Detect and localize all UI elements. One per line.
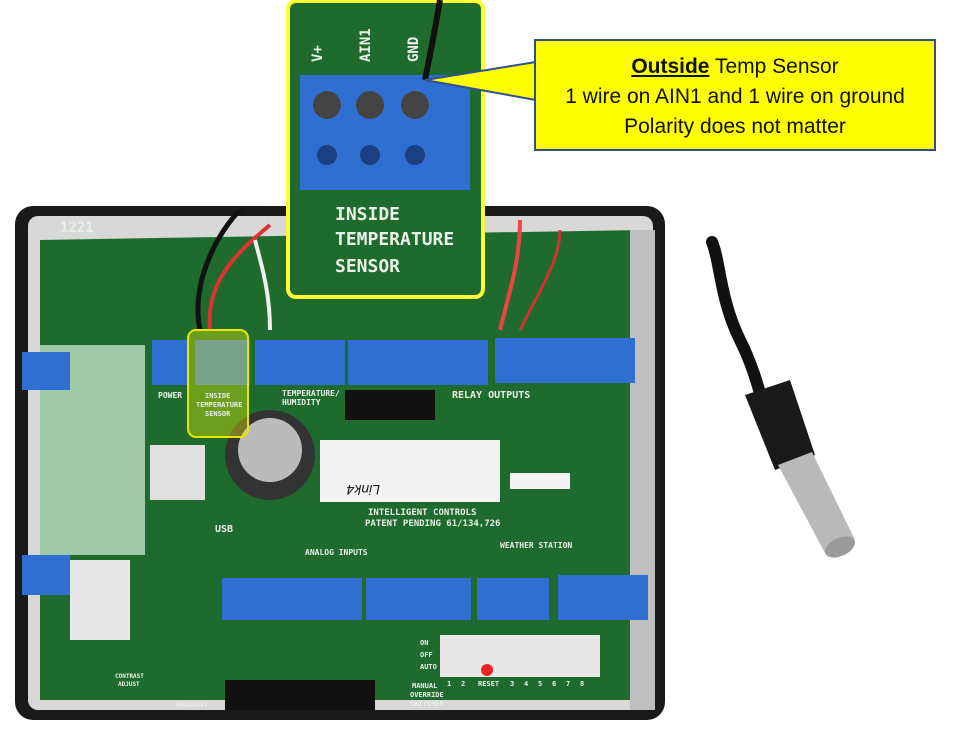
terminal-blocks [22, 338, 648, 620]
svg-text:1: 1 [447, 680, 451, 688]
svg-text:3: 3 [510, 680, 514, 688]
svg-text:5: 5 [538, 680, 542, 688]
contrast-2: ADJUST [118, 681, 140, 688]
company-text: INTELLIGENT CONTROLS [368, 508, 476, 518]
outside-sensor-callout: Outside Temp Sensor 1 wire on AIN1 and 1… [534, 39, 936, 151]
reset-label: RESET [478, 680, 499, 688]
mode-auto: AUTO [420, 663, 437, 671]
svg-text:8: 8 [580, 680, 584, 688]
analog-inputs-label: ANALOG INPUTS [305, 548, 368, 557]
callout-title: Temp Sensor [709, 55, 839, 78]
manual-1: MANUAL [412, 682, 437, 690]
temp-humidity-2: HUMIDITY [282, 398, 321, 407]
usb-label: USB [215, 524, 233, 535]
manual-2: OVERRIDE [410, 691, 444, 699]
reset-button [481, 664, 493, 676]
serial-text: 1221 [60, 220, 94, 236]
inset-text-2: TEMPERATURE [335, 229, 454, 250]
sensor-label-3: SENSOR [205, 410, 231, 418]
inset-text-3: SENSOR [335, 256, 400, 277]
part-number: 980101401 [175, 702, 208, 709]
relay-outputs-label: RELAY OUTPUTS [452, 390, 530, 401]
svg-text:2: 2 [461, 680, 465, 688]
svg-text:7: 7 [566, 680, 570, 688]
inset-label-ain1: AIN1 [358, 28, 374, 62]
inset-text-1: INSIDE [335, 204, 400, 225]
temp-humidity-1: TEMPERATURE/ [282, 389, 340, 398]
mode-on: ON [420, 639, 428, 647]
contrast-1: CONTRAST [115, 673, 144, 680]
weather-station-label: WEATHER STATION [500, 541, 572, 550]
callout-emphasis: Outside [631, 55, 710, 78]
inset-label-vplus: V+ [310, 45, 326, 62]
svg-text:6: 6 [552, 680, 556, 688]
coin-battery [238, 418, 302, 482]
product-label [320, 440, 500, 502]
temperature-probe [706, 236, 855, 558]
inset-zoom: V+ AIN1 GND INSIDE TEMPERATURE SENSOR [286, 0, 485, 299]
manual-3: SWITCHES [410, 700, 444, 708]
sensor-highlight [187, 329, 249, 438]
callout-line-3: Polarity does not matter [624, 115, 846, 138]
usb-port [150, 445, 205, 500]
svg-text:4: 4 [524, 680, 528, 688]
inset-label-gnd: GND [406, 37, 422, 62]
patent-text: PATENT PENDING 61/134,726 [365, 519, 500, 529]
switch-numbers: 1 2 3 4 5 6 7 8 [447, 680, 584, 688]
sensor-label-1: INSIDE [205, 392, 230, 400]
override-switches [440, 635, 600, 677]
power-label: POWER [158, 391, 182, 400]
callout-line-2: 1 wire on AIN1 and 1 wire on ground [565, 85, 905, 108]
mode-off: OFF [420, 651, 433, 659]
brand-text: Link4 [346, 482, 380, 498]
sensor-label-2: TEMPERATURE [196, 401, 242, 409]
